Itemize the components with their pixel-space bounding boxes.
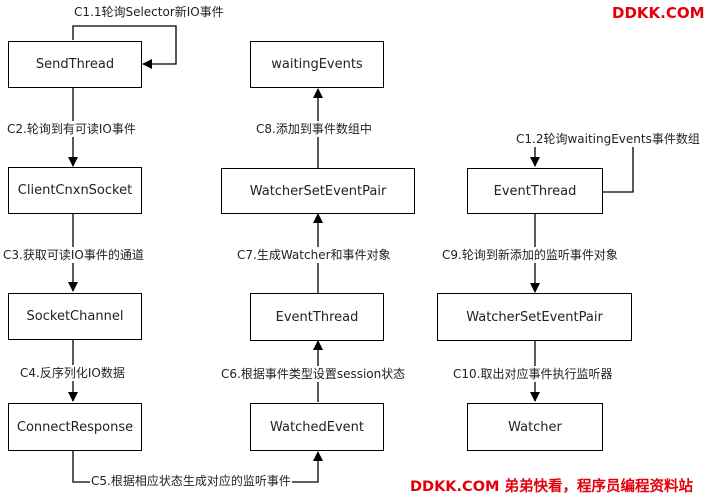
label-c1-1: C1.1轮询Selector新IO事件 xyxy=(73,4,225,20)
label-c1-2: C1.2轮询waitingEvents事件数组 xyxy=(515,131,701,147)
node-watched-event: WatchedEvent xyxy=(250,403,384,451)
label-c3: C3.获取可读IO事件的通道 xyxy=(2,247,145,263)
node-watcher-set-event-pair-mid: WatcherSetEventPair xyxy=(221,168,415,214)
node-event-thread-right: EventThread xyxy=(467,168,603,214)
node-send-thread: SendThread xyxy=(8,41,142,88)
node-watcher-set-event-pair-right: WatcherSetEventPair xyxy=(437,293,632,341)
node-client-cnxn-socket: ClientCnxnSocket xyxy=(8,167,142,214)
node-watcher: Watcher xyxy=(467,403,603,451)
node-socket-channel: SocketChannel xyxy=(8,293,142,340)
node-event-thread-mid: EventThread xyxy=(250,293,384,341)
label-c7: C7.生成Watcher和事件对象 xyxy=(236,247,392,263)
node-waiting-events: waitingEvents xyxy=(250,41,384,88)
label-c4: C4.反序列化IO数据 xyxy=(19,365,126,381)
label-c2: C2.轮询到有可读IO事件 xyxy=(6,121,137,137)
edge-c1-1-loop xyxy=(72,25,177,69)
watermark-top: DDKK.COM xyxy=(612,4,705,22)
label-c5: C5.根据相应状态生成对应的监听事件 xyxy=(90,473,292,489)
label-c10: C10.取出对应事件执行监听器 xyxy=(452,366,614,382)
label-c9: C9.轮询到新添加的监听事件对象 xyxy=(441,247,619,263)
watermark-bottom: DDKK.COM 弟弟快看，程序员编程资料站 xyxy=(410,479,693,495)
label-c8: C8.添加到事件数组中 xyxy=(255,121,373,137)
label-c6: C6.根据事件类型设置session状态 xyxy=(220,366,407,382)
node-connect-response: ConnectResponse xyxy=(8,403,142,451)
